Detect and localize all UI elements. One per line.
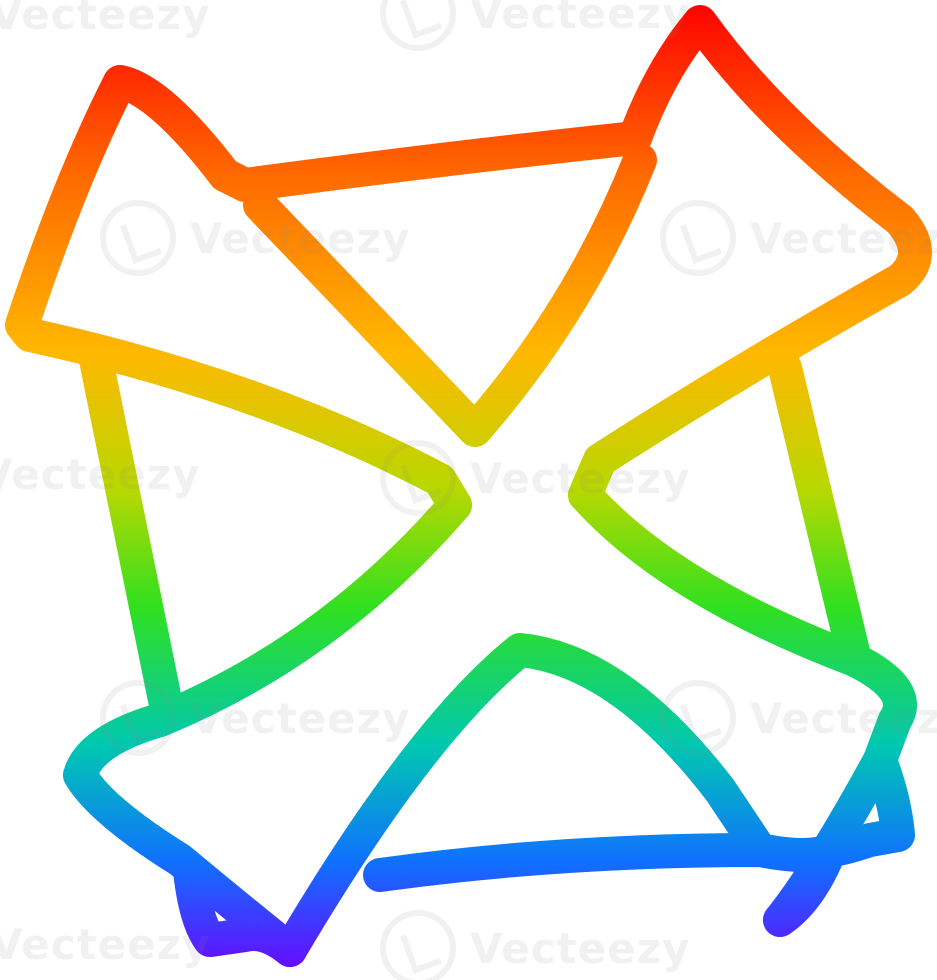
- right-post: [768, 351, 872, 677]
- top-bar: [228, 121, 652, 202]
- inner-top-v: [243, 143, 657, 447]
- left-post: [78, 338, 182, 717]
- inner-bottom-arch: [273, 633, 777, 967]
- foot-bottom-left: [173, 853, 307, 967]
- arm-top-left-outer: [5, 65, 472, 522]
- arm-top-right: [568, 5, 932, 512]
- foot-bottom-right: [763, 743, 915, 937]
- arm-top-left: [103, 65, 262, 202]
- bottom-bar: [363, 833, 847, 892]
